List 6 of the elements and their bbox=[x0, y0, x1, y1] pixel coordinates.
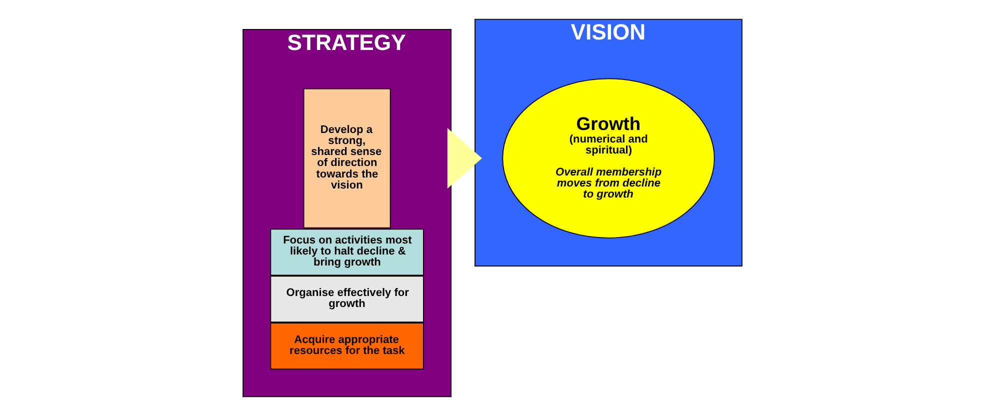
node-box: Organise effectively for growth bbox=[270, 276, 424, 323]
node-box: Acquire appropriate resources for the task bbox=[270, 322, 424, 370]
node-box: Focus on activities most likely to halt decline & bring growth bbox=[270, 228, 424, 276]
node-ellipse: Growth (numerical and spiritual) Overall membership moves from decline to growth bbox=[502, 78, 714, 238]
arrow bbox=[446, 128, 482, 189]
node-box: Develop a strong, shared sense of direction towards the vision bbox=[302, 88, 390, 228]
